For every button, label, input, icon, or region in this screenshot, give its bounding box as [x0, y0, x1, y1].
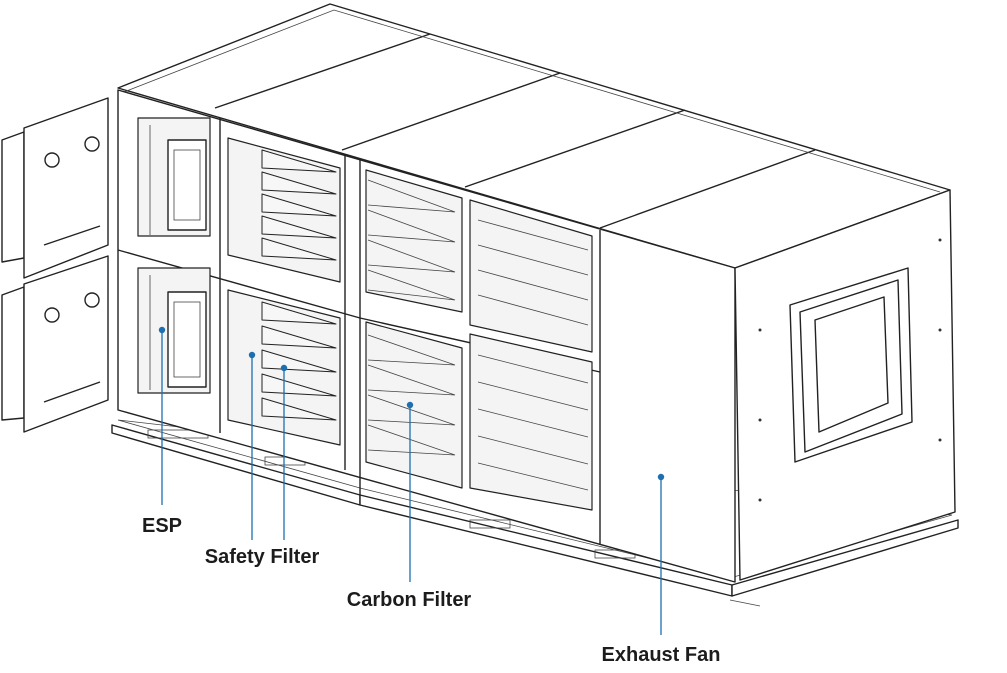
base-skid	[111, 419, 959, 607]
safety-filter-pleats-upper	[261, 149, 337, 261]
label-esp: ESP	[142, 515, 182, 537]
label-carbon-filter: Carbon Filter	[347, 589, 472, 611]
callout-exhaust-fan	[657, 473, 665, 635]
access-doors	[1, 97, 109, 433]
carbon-filter-vbank-upper-left	[367, 179, 456, 301]
callout-esp	[158, 326, 166, 505]
exhaust-fan-section	[734, 189, 956, 581]
safety-filter-pleats-lower	[261, 301, 337, 421]
callout-carbon-filter	[406, 401, 414, 582]
carbon-filter-vbank-lower-left	[367, 334, 456, 456]
callout-safety-filter	[248, 351, 288, 540]
label-exhaust-fan: Exhaust Fan	[602, 644, 721, 666]
label-safety-filter: Safety Filter	[205, 546, 320, 568]
carbon-filter-vbank-right	[477, 219, 589, 491]
carbon-filter-module	[365, 169, 593, 511]
esp-module	[137, 117, 211, 394]
